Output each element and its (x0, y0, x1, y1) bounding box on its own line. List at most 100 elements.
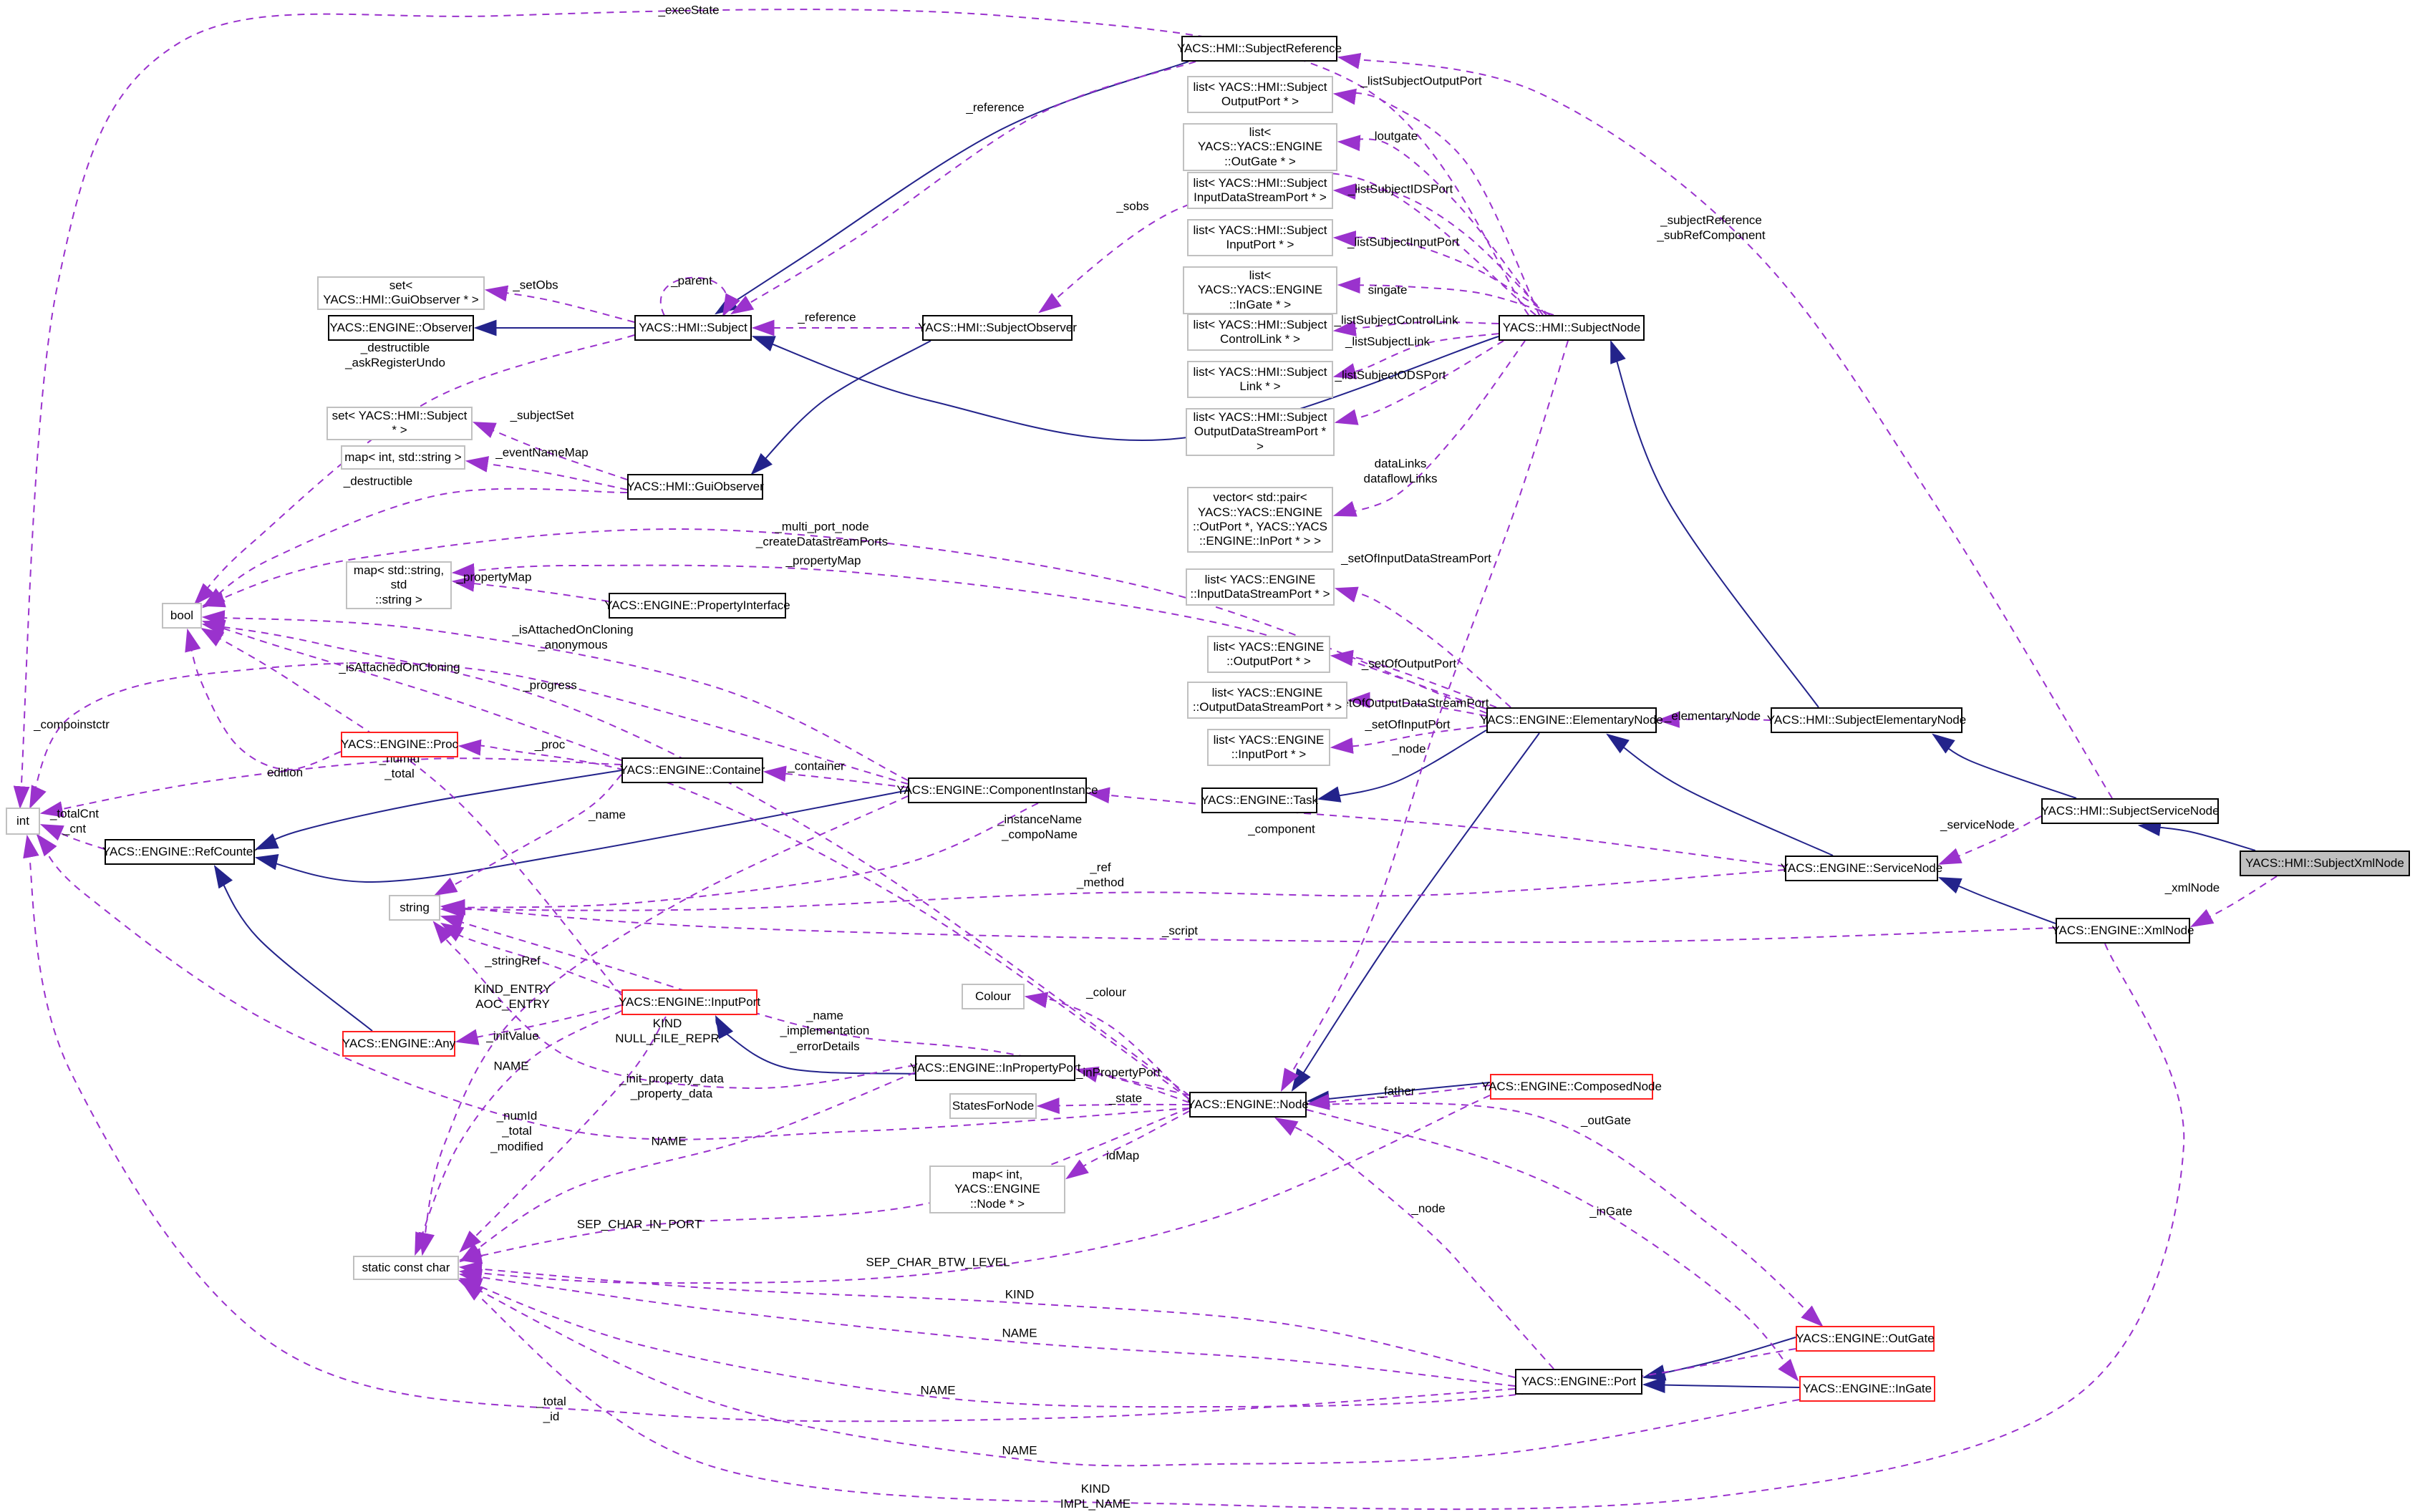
type-bool[interactable]: bool (162, 603, 202, 629)
list-engine-outputport[interactable]: list< YACS::ENGINE ::OutputPort * > (1207, 636, 1330, 673)
edge--proc (458, 739, 1190, 1100)
class-subject-service-node[interactable]: YACS::HMI::SubjectServiceNode (2041, 798, 2220, 824)
class-in-property-port[interactable]: YACS::ENGINE::InPropertyPort (910, 1055, 1080, 1081)
edge--execstate (13, 9, 1529, 810)
class-engine-proc[interactable]: YACS::ENGINE::Proc (341, 732, 458, 757)
class-engine-task[interactable]: YACS::ENGINE::Task (1201, 788, 1318, 813)
edge-datalinks (1332, 340, 1526, 517)
list-engine-idsport[interactable]: list< YACS::ENGINE ::InputDataStreamPort… (1186, 568, 1335, 606)
edge--setofinputdatastreamport (1334, 586, 1511, 708)
edge-name (458, 1278, 1796, 1408)
class-engine-container[interactable]: YACS::ENGINE::Container (620, 757, 765, 783)
list-subject-idsport[interactable]: list< YACS::HMI::Subject InputDataStream… (1187, 172, 1333, 209)
edge-inherit-14 (1317, 730, 1487, 803)
edge--numid (36, 833, 1190, 1140)
class-subject-observer[interactable]: YACS::HMI::SubjectObserver (918, 315, 1077, 341)
type-colour[interactable]: Colour (962, 984, 1025, 1009)
edge-inherit-15 (715, 1014, 916, 1075)
edge--isattachedoncloning (201, 610, 909, 781)
type-states-for-node[interactable]: StatesForNode (949, 1093, 1037, 1119)
edge--reference (730, 61, 1196, 315)
class-in-gate[interactable]: YACS::ENGINE::InGate (1799, 1376, 1935, 1402)
edge--ingate (1306, 1109, 1799, 1382)
class-gui-observer[interactable]: YACS::HMI::GuiObserver (626, 474, 764, 500)
edge-name (458, 1269, 1516, 1387)
class-subject-reference[interactable]: YACS::HMI::SubjectReference (1177, 36, 1342, 62)
class-out-gate[interactable]: YACS::ENGINE::OutGate (1796, 1326, 1935, 1352)
edge-inherit-1 (751, 336, 1499, 442)
edge-idmap (1065, 1110, 1190, 1180)
class-ref-counter[interactable]: YACS::ENGINE::RefCounter (102, 839, 257, 865)
class-subject-xml-node[interactable]: YACS::HMI::SubjectXmlNode (2240, 850, 2410, 876)
list-engine-inputport[interactable]: list< YACS::ENGINE ::InputPort * > (1207, 729, 1330, 766)
set-subject[interactable]: set< YACS::HMI::Subject * > (326, 407, 473, 440)
list-subject-outputport[interactable]: list< YACS::HMI::Subject OutputPort * > (1187, 76, 1333, 113)
edge--instancename (442, 803, 1039, 916)
class-engine-any[interactable]: YACS::ENGINE::Any (342, 1031, 455, 1057)
edge--propertymap (451, 575, 609, 602)
type-static-const-char[interactable]: static const char (353, 1256, 459, 1280)
edge-name (459, 1072, 916, 1263)
class-component-instance[interactable]: YACS::ENGINE::ComponentInstance (896, 777, 1098, 803)
edge--setofoutputdatastreamport (1347, 692, 1487, 717)
edge-inherit-7 (1291, 732, 1540, 1092)
edge-inherit-4 (213, 865, 373, 1032)
class-engine-xml-node[interactable]: YACS::ENGINE::XmlNode (2051, 918, 2194, 944)
edge-loutgate (1337, 135, 1544, 316)
edge-kind (458, 1261, 1516, 1378)
edge--totalcnt (39, 824, 105, 850)
class-engine-node[interactable]: YACS::ENGINE::Node (1187, 1092, 1309, 1118)
edge-singate (1337, 277, 1554, 316)
edge--elementarynode (1656, 711, 1771, 728)
edge--ref (440, 869, 1786, 918)
class-composed-node[interactable]: YACS::ENGINE::ComposedNode (1481, 1074, 1662, 1100)
edge-edition (185, 628, 342, 771)
edge-inherit-3 (750, 340, 931, 475)
edge-sep-char-btw-level (458, 1095, 1491, 1284)
edge-kind (459, 1016, 667, 1253)
list-subject-controllink[interactable]: list< YACS::HMI::Subject ControlLink * > (1187, 314, 1333, 351)
map-int-node[interactable]: map< int, YACS::ENGINE ::Node * > (929, 1166, 1065, 1214)
edge--servicenode (1937, 815, 2042, 865)
edge--outgate (1306, 1102, 1824, 1327)
edge--xmlnode (2189, 876, 2278, 928)
edge--eventnamemap (465, 456, 628, 490)
class-service-node[interactable]: YACS::ENGINE::ServiceNode (1781, 856, 1942, 881)
edge--listsubjectodsport (1334, 340, 1504, 425)
edge--progress (201, 619, 1190, 1096)
list-engine-ingate[interactable]: list< YACS::YACS::ENGINE ::InGate * > (1183, 266, 1337, 315)
edge--setobs (484, 285, 635, 323)
class-engine-port[interactable]: YACS::ENGINE::Port (1515, 1369, 1642, 1395)
edge-name (457, 1279, 1800, 1467)
list-subject-link[interactable]: list< YACS::HMI::Subject Link * > (1187, 361, 1333, 398)
edge--initvalue (455, 1004, 622, 1045)
type-string[interactable]: string (389, 895, 440, 921)
edge--total (23, 834, 1516, 1423)
class-engine-observer[interactable]: YACS::ENGINE::Observer (328, 315, 474, 341)
edge--listsubjectoutputport (1332, 88, 1540, 316)
list-subject-inputport[interactable]: list< YACS::HMI::Subject InputPort * > (1187, 219, 1333, 256)
class-subject-elementary-node[interactable]: YACS::HMI::SubjectElementaryNode (1767, 707, 1966, 733)
class-property-interface[interactable]: YACS::ENGINE::PropertyInterface (604, 593, 790, 619)
set-guiobserver[interactable]: set< YACS::HMI::GuiObserver * > (317, 276, 485, 310)
list-engine-outgate[interactable]: list< YACS::YACS::ENGINE ::OutGate * > (1183, 123, 1337, 172)
class-subject-node[interactable]: YACS::HMI::SubjectNode (1499, 315, 1645, 341)
class-hmi-subject[interactable]: YACS::HMI::Subject (634, 315, 752, 341)
edge--state (1036, 1097, 1190, 1114)
class-elementary-node[interactable]: YACS::ENGINE::ElementaryNode (1480, 707, 1663, 733)
type-int[interactable]: int (6, 808, 40, 835)
edge--subjectset (472, 422, 628, 480)
edge--listsubjectcontrollink (1332, 320, 1499, 336)
map-int-string[interactable]: map< int, std::string > (341, 445, 465, 470)
list-subject-odsport[interactable]: list< YACS::HMI::Subject OutputDataStrea… (1186, 408, 1335, 457)
edge--stringref (440, 922, 622, 993)
edge-inherit-12 (2137, 820, 2256, 851)
list-engine-odsport[interactable]: list< YACS::ENGINE ::OutputDataStreamPor… (1187, 682, 1347, 719)
edge-sep-char-in-port (458, 1108, 1190, 1264)
class-input-port[interactable]: YACS::ENGINE::InputPort (619, 989, 760, 1015)
edge--sobs (1038, 172, 1536, 316)
edge-kind-entry (418, 795, 909, 1256)
map-string-string[interactable]: map< std::string, std ::string > (346, 561, 452, 610)
vector-pair-outport-inport[interactable]: vector< std::pair< YACS::YACS::ENGINE ::… (1187, 487, 1333, 553)
